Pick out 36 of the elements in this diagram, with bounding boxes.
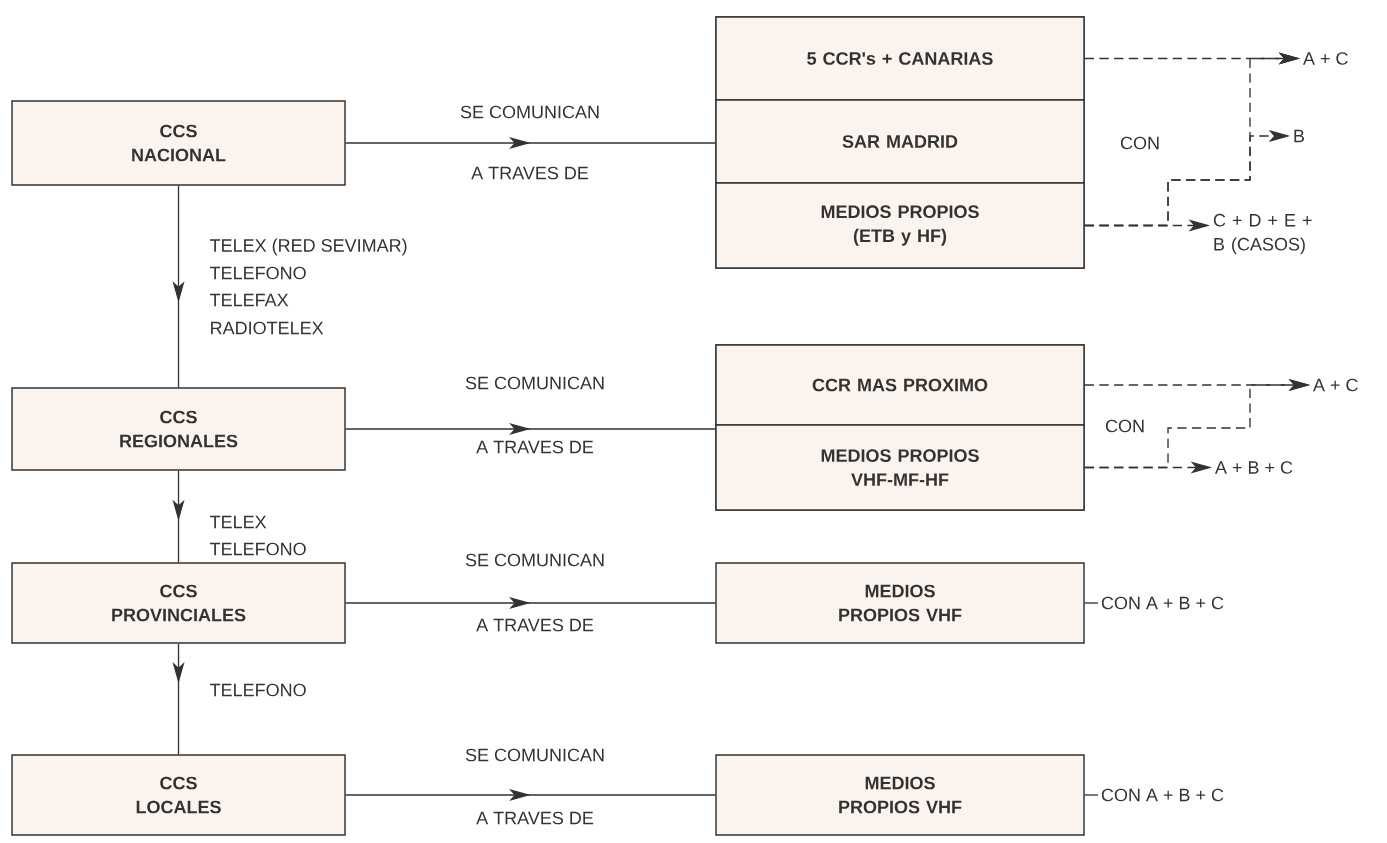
edge-label: SE COMUNICAN [463,747,607,763]
panel-cell: MEDIOS PROPIOS VHF-MF-HF [715,424,1085,511]
process-box: CCS LOCALES [11,754,346,836]
target-label: C + D + E + B (CASOS) [1213,213,1312,255]
panel-cell: 5 CCR's + CANARIAS [715,16,1085,101]
text-label: CON [1105,419,1144,433]
text-label: TELEFONO [210,266,306,280]
process-box: MEDIOS PROPIOS VHF [715,754,1085,836]
text-label: TELEFONO [210,683,306,697]
text-label: A TRAVES DE [471,166,589,180]
edge-label: SE COMUNICAN [463,375,607,391]
panel-cell: MEDIOS PROPIOS (ETB y HF) [715,182,1085,269]
text-label: TELEFAX [210,293,289,307]
process-box: MEDIOS PROPIOS VHF [715,562,1085,644]
panel-cell: SAR MADRID [715,99,1085,184]
text-label: A TRAVES DE [476,618,594,632]
process-box: CCS REGIONALES [11,387,346,471]
process-box: CCS PROVINCIALES [11,562,346,644]
text-label: A TRAVES DE [476,811,594,825]
text-label: A TRAVES DE [476,440,594,454]
connector-line [1084,602,1099,604]
process-box: CCS NACIONAL [11,100,346,186]
target-label: CON A + B + C [1101,596,1224,610]
edge-label: SE COMUNICAN [458,104,602,120]
target-label: A + C [1313,378,1358,392]
panel-cell: CCR MAS PROXIMO [715,344,1085,426]
target-label: A + B + C [1215,461,1293,474]
text-label: TELEX (RED SEVIMAR) [210,238,407,256]
connector-line [1084,794,1099,796]
target-label: CON A + B + C [1101,788,1224,802]
text-label: RADIOTELEX [211,321,324,335]
text-label: TELEX [210,515,267,529]
target-label: A + C [1303,52,1348,65]
text-label: CON [1120,136,1159,150]
edge-label: SE COMUNICAN [463,552,607,568]
target-label: B [1294,129,1304,143]
